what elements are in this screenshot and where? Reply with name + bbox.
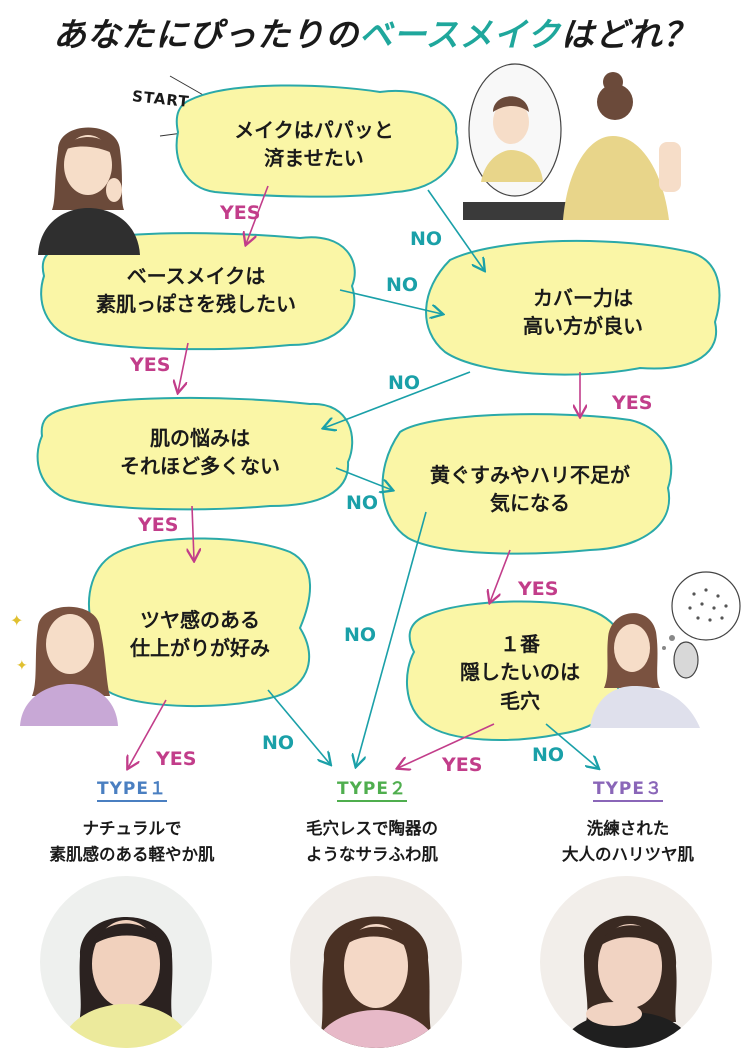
- bubble-n1: [175, 84, 459, 198]
- node-n6: ツヤ感のある仕上がりが好み: [130, 608, 270, 661]
- type1-photo: [40, 876, 212, 1048]
- type2-photo: [290, 876, 462, 1048]
- label-n4-yes: YES: [138, 514, 179, 536]
- arrow-n4-no: [335, 467, 392, 490]
- svg-text:✦: ✦: [10, 611, 23, 630]
- arrow-n1-yes: [246, 185, 269, 244]
- node-n2: ベースメイクは素肌っぽさを残したい: [96, 264, 296, 317]
- arrow-n7-no: [545, 723, 598, 768]
- page-title: あなたにぴったりのベースメイクはどれ？: [53, 15, 697, 54]
- label-n2-yes: YES: [130, 354, 171, 376]
- bubble-n7: [405, 600, 625, 741]
- type2-title: TYPE２: [252, 774, 492, 802]
- label-n1-yes: YES: [220, 202, 261, 224]
- label-n2-no: NO: [386, 274, 419, 296]
- woman-illustration-pores: [590, 571, 741, 728]
- node-n5: 黄ぐすみやハリ不足が気になる: [430, 463, 630, 516]
- bubble-n5: [381, 413, 673, 555]
- arrow-n7-yes: [398, 723, 495, 768]
- type3-description: 洗練された大人のハリツヤ肌: [562, 819, 694, 865]
- label-n5-no: NO: [344, 624, 377, 646]
- type1-description: ナチュラルで素肌感のある軽やか肌: [49, 819, 215, 865]
- node-n4: 肌の悩みはそれほど多くない: [120, 426, 280, 479]
- bubble-n4: [36, 396, 354, 511]
- label-n7-yes: YES: [442, 754, 483, 776]
- title-accent: ベースメイク: [359, 15, 561, 54]
- woman-illustration-glow: ✦ ✦: [10, 606, 118, 726]
- type2-description: 毛穴レスで陶器のようなサラふわ肌: [306, 819, 438, 865]
- node-n3: カバー力は高い方が良い: [523, 286, 643, 339]
- arrow-n3-no: [324, 371, 471, 428]
- label-n5-yes: YES: [518, 578, 559, 600]
- label-n6-no: NO: [262, 732, 295, 754]
- node-n1: メイクはパパッと済ませたい: [234, 118, 394, 171]
- woman-illustration-left: [38, 127, 140, 255]
- label-n6-yes: YES: [156, 748, 197, 770]
- mirror-makeup-illustration: [463, 63, 681, 220]
- arrow-n4-yes: [192, 505, 194, 560]
- arrow-n5-yes: [490, 549, 511, 602]
- label-n3-yes: YES: [612, 392, 653, 414]
- type3-photo: [540, 876, 712, 1048]
- arrow-n5-no: [356, 511, 427, 766]
- bubble-n3: [425, 239, 721, 376]
- type3-title: TYPE３: [508, 774, 748, 802]
- type1-title: TYPE１: [12, 774, 252, 802]
- label-n7-no: NO: [532, 744, 565, 766]
- arrow-n6-yes: [128, 699, 167, 768]
- arrow-n2-no: [339, 289, 442, 314]
- arrow-n6-no: [267, 689, 330, 764]
- label-n4-no: NO: [346, 492, 379, 514]
- arrow-n2-yes: [178, 342, 189, 392]
- label-n3-no: NO: [388, 372, 421, 394]
- svg-text:✦: ✦: [16, 658, 28, 674]
- label-n1-no: NO: [410, 228, 443, 250]
- node-n7: １番隠したいのは毛穴: [460, 632, 580, 713]
- arrow-n1-no: [427, 189, 484, 270]
